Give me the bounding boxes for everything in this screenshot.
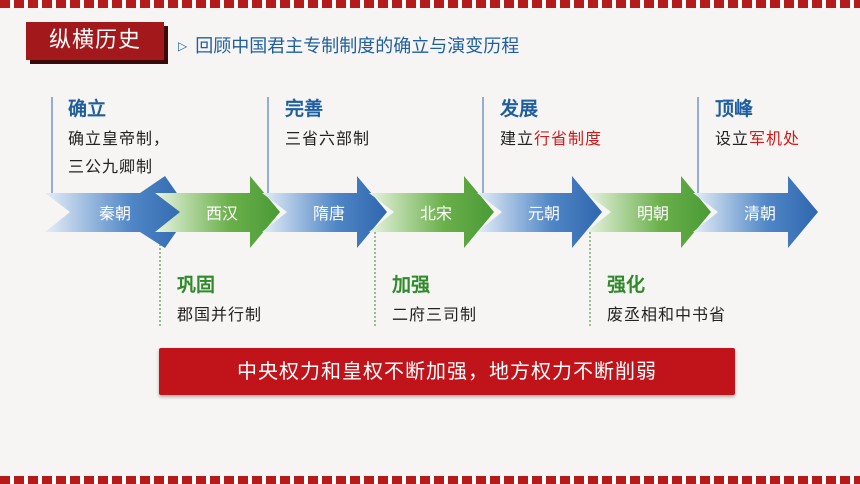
summary-banner: 中央权力和皇权不断加强，地方权力不断削弱 [159, 348, 735, 395]
stage-line: 废丞相和中书省 [607, 305, 727, 324]
chevron-qing: 清朝 [693, 176, 818, 248]
chevron-beisong: 北宋 [369, 176, 494, 248]
dynasty-label: 西汉 [206, 204, 238, 223]
stage-line-red: 军机处 [749, 129, 801, 148]
stage-line-red: 行省制度 [534, 129, 603, 148]
stage-line: 郡国并行制 [177, 305, 263, 324]
subtitle: ▷ 回顾中国君主专制制度的确立与演变历程 [178, 32, 519, 58]
stage-line-plain: 建立 [500, 129, 535, 148]
dynasty-label: 北宋 [420, 204, 452, 223]
stage-title: 发展 [500, 98, 539, 120]
stage-line: 建立行省制度 [500, 125, 602, 149]
stage-strengthen: 加强 二府三司制 [392, 270, 477, 325]
chevron-qin: 秦朝 [45, 176, 190, 248]
stage-line: 三省六部制 [285, 129, 371, 148]
triangle-icon: ▷ [178, 39, 188, 53]
stage-perfect: 完善 三省六部制 [285, 94, 370, 149]
stage-line: 三公九卿制 [68, 157, 154, 176]
chevron-ming: 明朝 [586, 176, 711, 248]
stage-line: 设立军机处 [715, 125, 800, 149]
stage-title: 巩固 [177, 274, 216, 296]
stage-intensify: 强化 废丞相和中书省 [607, 270, 726, 325]
chevron-yuan: 元朝 [477, 176, 602, 248]
bottom-border [0, 476, 860, 484]
stage-title: 顶峰 [715, 98, 754, 120]
stage-peak: 顶峰 设立军机处 [715, 94, 800, 149]
stage-line: 二府三司制 [392, 305, 478, 324]
stage-title: 完善 [285, 98, 324, 120]
stage-line-plain: 设立 [715, 129, 750, 148]
stage-line: 确立皇帝制， [68, 129, 171, 148]
stage-develop: 发展 建立行省制度 [500, 94, 602, 149]
top-border [0, 0, 860, 8]
stage-title: 确立 [68, 98, 107, 120]
dynasty-label: 元朝 [528, 204, 560, 223]
dynasty-label: 秦朝 [99, 204, 131, 223]
chevron-suitang: 隋唐 [262, 176, 387, 248]
stage-title: 强化 [607, 274, 646, 296]
subtitle-text: 回顾中国君主专制制度的确立与演变历程 [195, 36, 520, 57]
stage-consolidate: 巩固 郡国并行制 [177, 270, 262, 325]
dynasty-label: 隋唐 [313, 204, 345, 223]
stage-title: 加强 [392, 274, 431, 296]
dynasty-label: 清朝 [744, 204, 776, 223]
dynasty-label: 明朝 [637, 204, 669, 223]
stage-establish: 确立 确立皇帝制， 三公九卿制 [68, 94, 170, 177]
chevron-xihan: 西汉 [155, 176, 280, 248]
section-badge: 纵横历史 [26, 22, 164, 60]
